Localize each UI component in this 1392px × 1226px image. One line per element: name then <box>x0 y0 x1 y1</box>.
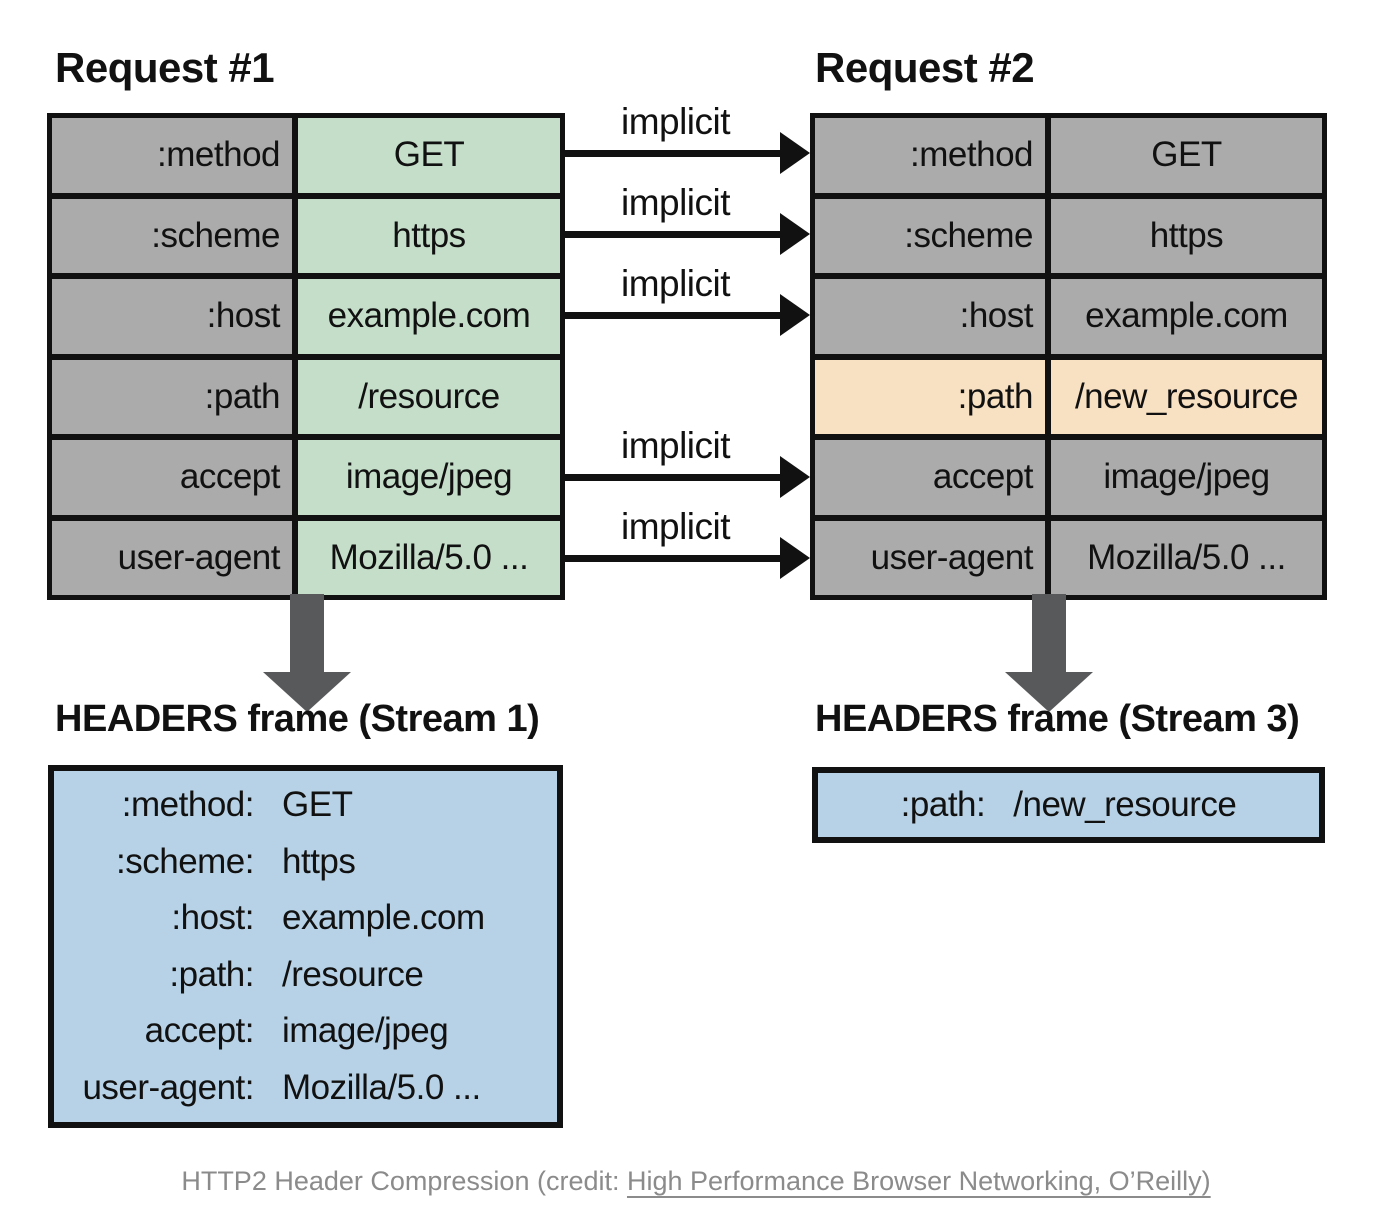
stream1-frame: :method: GET :scheme: https :host: examp… <box>48 765 563 1128</box>
stream1-title: HEADERS frame (Stream 1) <box>55 698 540 740</box>
header-value-cell: GET <box>298 118 560 193</box>
frame-line: :method: GET <box>54 777 557 834</box>
header-value-cell-highlighted: /new_resource <box>1051 359 1322 434</box>
figure-caption: HTTP2 Header Compression (credit: High P… <box>0 1166 1392 1197</box>
header-key-cell: :scheme <box>815 198 1045 273</box>
header-value-cell: https <box>298 198 560 273</box>
header-value-cell: example.com <box>1051 279 1322 354</box>
arrow-right-icon <box>780 537 810 579</box>
frame-key: :path: <box>900 785 986 824</box>
header-value-cell: image/jpeg <box>1051 440 1322 515</box>
frame-value: Mozilla/5.0 ... <box>282 1067 481 1107</box>
header-key-cell: :scheme <box>52 198 292 273</box>
arrow-line <box>565 150 786 157</box>
header-key-cell: accept <box>815 440 1045 515</box>
frame-line: user-agent: Mozilla/5.0 ... <box>54 1060 557 1117</box>
frame-key: :path: <box>169 954 254 994</box>
implicit-label: implicit <box>620 182 731 223</box>
header-value-cell: /resource <box>298 359 560 434</box>
stream3-frame: :path: /new_resource <box>812 767 1325 843</box>
implicit-label: implicit <box>620 263 731 304</box>
header-key-cell: :path <box>52 359 292 434</box>
caption-text: HTTP2 Header Compression (credit: <box>181 1166 627 1196</box>
frame-value: GET <box>282 785 353 825</box>
header-key-cell: user-agent <box>815 520 1045 595</box>
header-key-cell: :method <box>815 118 1045 193</box>
request1-title: Request #1 <box>55 44 275 91</box>
frame-line: accept: image/jpeg <box>54 1003 557 1060</box>
arrow-line <box>565 555 786 562</box>
arrow-right-icon <box>780 456 810 498</box>
header-key-cell: :host <box>52 279 292 354</box>
frame-key: :method: <box>121 785 255 825</box>
frame-line: :scheme: https <box>54 834 557 891</box>
frame-line: :path: /new_resource <box>901 785 1237 825</box>
frame-line: :host: example.com <box>54 890 557 947</box>
frame-key: :host: <box>171 898 254 938</box>
frame-value: /new_resource <box>1013 785 1237 824</box>
arrow-line <box>565 231 786 238</box>
arrow-line <box>565 474 786 481</box>
caption-credit-link[interactable]: High Performance Browser Networking, O’R… <box>626 1166 1211 1196</box>
header-key-cell: accept <box>52 440 292 515</box>
request2-table: :method GET :scheme https :host example.… <box>810 113 1327 600</box>
arrow-right-icon <box>780 294 810 336</box>
request1-table: :method GET :scheme https :host example.… <box>47 113 565 600</box>
request2-title: Request #2 <box>815 44 1035 91</box>
header-value-cell: Mozilla/5.0 ... <box>298 520 560 595</box>
arrow-line <box>565 312 786 319</box>
header-key-cell: :method <box>52 118 292 193</box>
header-value-cell: Mozilla/5.0 ... <box>1051 520 1322 595</box>
implicit-label: implicit <box>620 425 731 466</box>
frame-value: /resource <box>282 954 424 994</box>
frame-value: image/jpeg <box>282 1011 449 1051</box>
frame-key: accept: <box>144 1011 255 1051</box>
header-value-cell: GET <box>1051 118 1322 193</box>
header-key-cell: :host <box>815 279 1045 354</box>
frame-key: user-agent: <box>82 1067 254 1107</box>
header-value-cell: https <box>1051 198 1322 273</box>
down-arrow-icon <box>263 594 351 712</box>
frame-key: :scheme: <box>116 841 255 881</box>
stream3-title: HEADERS frame (Stream 3) <box>815 698 1300 740</box>
frame-line: :path: /resource <box>54 947 557 1004</box>
header-key-cell: user-agent <box>52 520 292 595</box>
down-arrow-icon <box>1005 594 1093 712</box>
implicit-label: implicit <box>620 101 731 142</box>
arrow-right-icon <box>780 132 810 174</box>
header-value-cell: example.com <box>298 279 560 354</box>
frame-value: example.com <box>282 898 485 938</box>
frame-value: https <box>282 841 356 881</box>
header-value-cell: image/jpeg <box>298 440 560 515</box>
implicit-label: implicit <box>620 506 731 547</box>
arrow-right-icon <box>780 213 810 255</box>
header-key-cell-highlighted: :path <box>815 359 1045 434</box>
